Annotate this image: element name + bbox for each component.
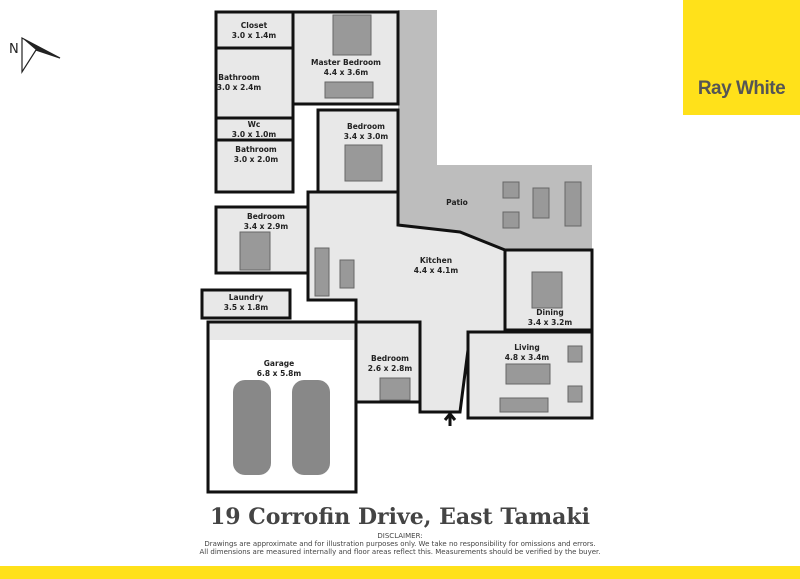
patio-area (398, 10, 592, 250)
car-icon (233, 380, 271, 475)
compass-north-label: N (9, 42, 19, 57)
car-icon (292, 380, 330, 475)
garage-floor (210, 340, 354, 490)
compass-icon (21, 37, 61, 75)
property-address: 19 Corrofin Drive, East Tamaki (210, 504, 590, 530)
room-label-patio: Patio (446, 198, 468, 207)
footer-brand-bar (0, 566, 800, 579)
furniture (239, 14, 583, 413)
disclaimer-line-1: Drawings are approximate and for illustr… (204, 540, 596, 548)
entrance-arrow-icon (443, 411, 457, 426)
disclaimer-heading: DISCLAIMER: (377, 532, 423, 540)
ray-white-logo: Ray White (683, 0, 800, 115)
disclaimer-line-2: All dimensions are measured internally a… (199, 548, 601, 556)
